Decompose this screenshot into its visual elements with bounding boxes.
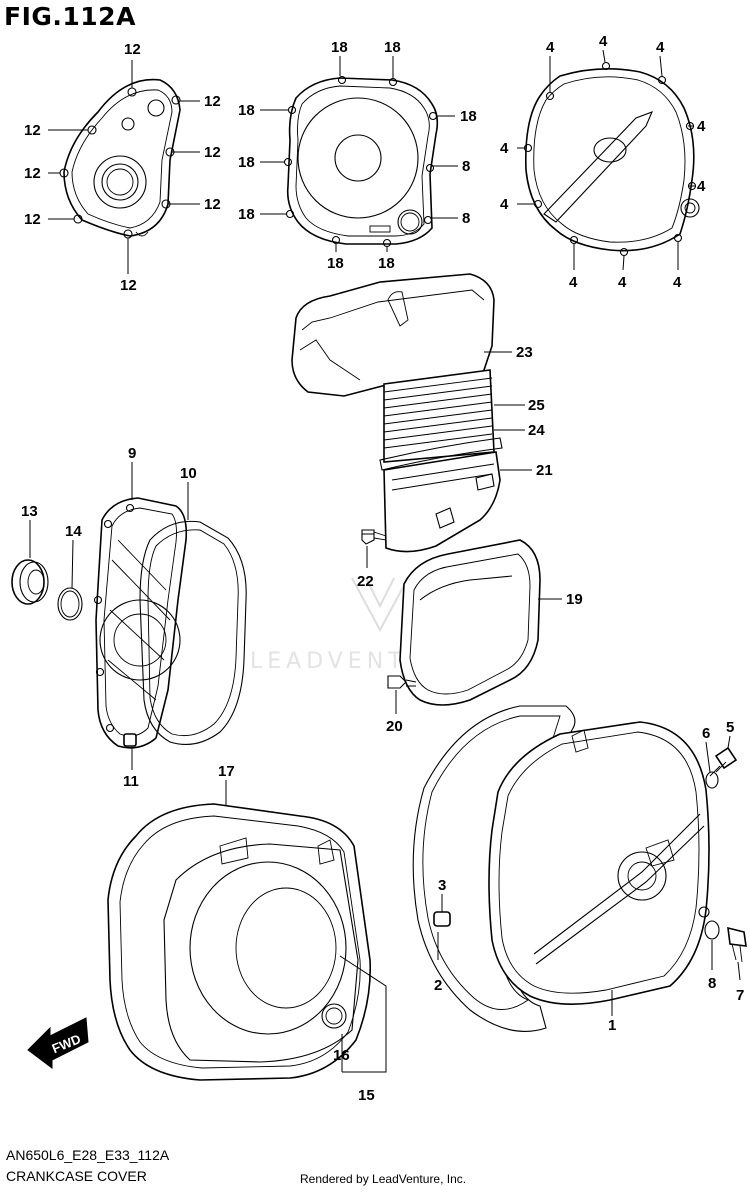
render-credit: Rendered by LeadVenture, Inc.: [300, 1172, 467, 1186]
callout-22: 22: [357, 573, 374, 590]
callout-12: 12: [24, 122, 41, 139]
callout-24: 24: [528, 422, 545, 439]
o-ring-14: [57, 587, 83, 621]
callout-21: 21: [536, 462, 553, 479]
callout-8: 8: [708, 975, 716, 992]
callout-11: 11: [123, 773, 139, 790]
clutch-cover-gasket-18: [283, 75, 439, 248]
callout-9: 9: [128, 445, 136, 462]
callout-20: 20: [386, 718, 403, 735]
clutch-cover-17: [107, 803, 387, 1081]
figure-name: CRANKCASE COVER: [6, 1168, 147, 1184]
callout-1: 1: [608, 1017, 616, 1034]
callout-4: 4: [500, 140, 509, 157]
callout-19: 19: [566, 591, 583, 608]
dowel-pin-11: [123, 733, 137, 747]
generator-cover-4: [523, 61, 700, 257]
callout-4: 4: [656, 39, 665, 56]
callout-10: 10: [180, 465, 197, 482]
callout-12: 12: [204, 144, 221, 161]
callout-17: 17: [218, 763, 235, 780]
leader-lines: [29, 49, 741, 1016]
callout-2: 2: [434, 977, 442, 994]
figure-title: FIG.112A: [4, 2, 136, 31]
gasket-10: [139, 520, 247, 745]
gasket-2: [412, 705, 576, 1032]
callout-4: 4: [618, 274, 627, 291]
callout-5: 5: [726, 719, 734, 736]
oil-seal-13: [11, 559, 49, 605]
callout-16: 16: [333, 1047, 350, 1064]
callout-14: 14: [65, 523, 82, 540]
inner-cover-19: [387, 539, 541, 706]
callout-4: 4: [697, 178, 706, 195]
callout-4: 4: [673, 274, 682, 291]
callout-23: 23: [516, 344, 533, 361]
figure-code: AN650L6_E28_E33_112A: [6, 1147, 170, 1163]
callout-4: 4: [500, 196, 509, 213]
callouts: 12 12 12 12 12 12 12 12 12 18 18 18 18 1…: [21, 33, 744, 1104]
callout-12: 12: [120, 277, 137, 294]
callout-15: 15: [358, 1087, 375, 1104]
callout-12: 12: [124, 41, 141, 58]
callout-18: 18: [238, 154, 255, 171]
callout-12: 12: [204, 196, 221, 213]
callout-12: 12: [204, 93, 221, 110]
fwd-arrow: FWD: [27, 1017, 89, 1069]
callout-4: 4: [697, 118, 706, 135]
callout-18: 18: [378, 255, 395, 272]
callout-8: 8: [462, 210, 470, 227]
callout-12: 12: [24, 211, 41, 228]
callout-12: 12: [24, 165, 41, 182]
generator-cover-1: [488, 721, 710, 1005]
callout-3: 3: [438, 877, 446, 894]
duct-cover-23: [291, 273, 503, 553]
callout-4: 4: [569, 274, 578, 291]
callout-4: 4: [546, 39, 555, 56]
callout-18: 18: [331, 39, 348, 56]
callout-18: 18: [238, 102, 255, 119]
small-cover-12: [59, 78, 181, 239]
callout-13: 13: [21, 503, 38, 520]
callout-25: 25: [528, 397, 545, 414]
callout-18: 18: [238, 206, 255, 223]
callout-8: 8: [462, 158, 470, 175]
callout-18: 18: [460, 108, 477, 125]
callout-18: 18: [384, 39, 401, 56]
callout-4: 4: [599, 33, 608, 50]
callout-18: 18: [327, 255, 344, 272]
callout-7: 7: [736, 987, 744, 1004]
callout-6: 6: [702, 725, 710, 742]
